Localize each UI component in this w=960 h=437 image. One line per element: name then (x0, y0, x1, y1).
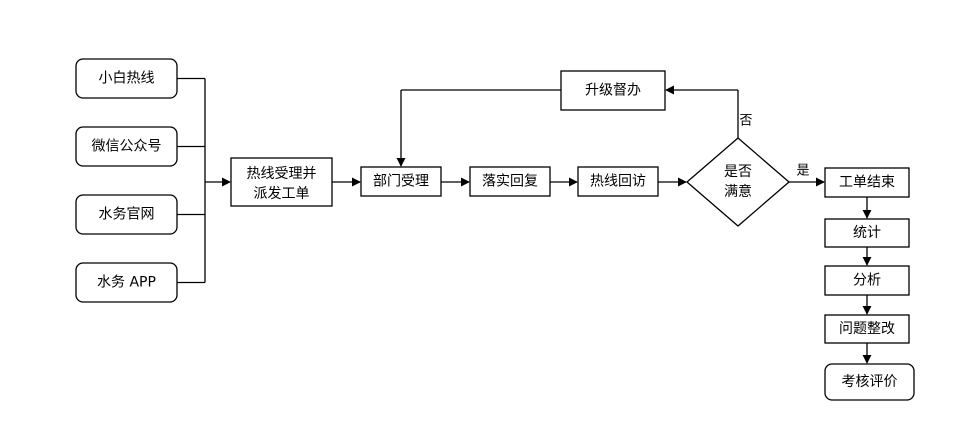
close-ticket-label: 工单结束 (839, 175, 895, 191)
source-app-node: 水务 APP (75, 262, 178, 303)
statistics-node: 统计 (824, 218, 910, 248)
dispatch-label-line1: 热线受理并 (247, 166, 317, 182)
analysis-node: 分析 (824, 265, 910, 296)
source-merge-connector (177, 77, 231, 284)
decision-label-line1: 是否 (724, 164, 752, 180)
source-website-node: 水务官网 (75, 194, 178, 235)
analysis-label: 分析 (853, 273, 881, 289)
implement-reply-node: 落实回复 (469, 166, 551, 197)
dept-accept-label: 部门受理 (373, 174, 429, 190)
escalate-node: 升级督办 (560, 70, 666, 111)
evaluation-label: 考核评价 (842, 374, 898, 390)
source-app-label: 水务 APP (97, 275, 156, 291)
rectification-label: 问题整改 (839, 321, 895, 337)
hotline-revisit-node: 热线回访 (577, 166, 659, 197)
rectification-node: 问题整改 (824, 314, 910, 344)
statistics-label: 统计 (853, 225, 881, 241)
edge-label-no: 否 (739, 114, 752, 129)
edge-escalate-to-dept (396, 89, 561, 167)
source-wechat-label: 微信公众号 (92, 139, 162, 155)
dispatch-node: 热线受理并 派发工单 (230, 157, 333, 207)
edge-label-yes: 是 (796, 164, 809, 179)
source-hotline-node: 小白热线 (75, 58, 178, 99)
source-website-label: 水务官网 (99, 207, 155, 223)
decision-label-line2: 满意 (724, 183, 752, 200)
dispatch-label-line2: 派发工单 (254, 186, 310, 202)
source-hotline-label: 小白热线 (99, 71, 155, 87)
satisfaction-decision-node: 是否 满意 (686, 137, 790, 227)
escalate-label: 升级督办 (585, 83, 641, 99)
dept-accept-node: 部门受理 (360, 166, 442, 197)
evaluation-node: 考核评价 (824, 363, 915, 401)
close-ticket-node: 工单结束 (824, 167, 910, 198)
hotline-revisit-label: 热线回访 (590, 174, 646, 190)
implement-reply-label: 落实回复 (482, 173, 538, 190)
edge-decision-no (665, 85, 739, 138)
source-wechat-node: 微信公众号 (75, 126, 178, 167)
